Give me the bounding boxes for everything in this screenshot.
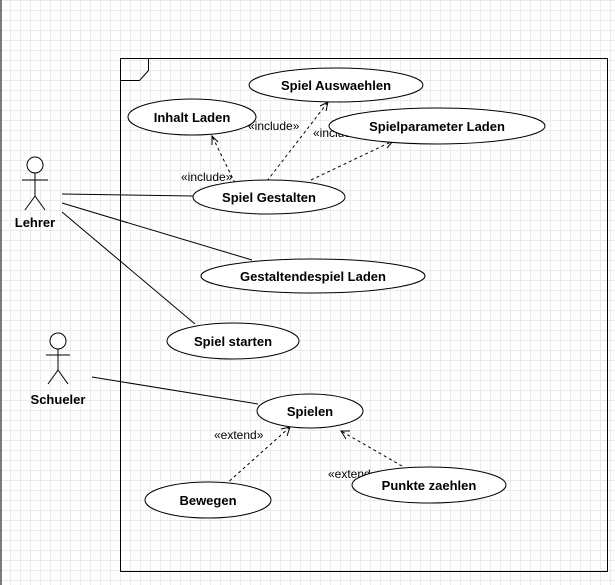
use-case-bewegen-label: Bewegen — [179, 493, 236, 508]
association-lehrer-gestaltendespiel-laden[interactable] — [61, 202, 253, 261]
use-case-spiel-starten-label: Spiel starten — [194, 334, 272, 349]
stereotype-include-auswaehlen: «include» — [248, 119, 300, 133]
use-case-spiel-gestalten-label: Spiel Gestalten — [222, 190, 316, 205]
actor-lehrer[interactable]: Lehrer — [15, 156, 55, 230]
use-case-inhalt-laden-label: Inhalt Laden — [154, 110, 231, 125]
use-case-spiel-gestalten[interactable]: Spiel Gestalten — [192, 179, 346, 215]
system-boundary[interactable] — [120, 58, 608, 572]
use-case-gestaltendespiel-laden[interactable]: Gestaltendespiel Laden — [200, 258, 426, 294]
extend-punkte-zaehlen[interactable] — [340, 430, 403, 467]
actor-lehrer-label: Lehrer — [15, 215, 55, 230]
use-case-spiel-starten[interactable]: Spiel starten — [166, 322, 300, 360]
include-spielparameter-laden[interactable] — [310, 139, 394, 181]
use-case-punkte-zaehlen[interactable]: Punkte zaehlen — [351, 466, 507, 504]
association-lehrer-spiel-gestalten[interactable] — [61, 193, 194, 197]
use-case-gestaltendespiel-laden-label: Gestaltendespiel Laden — [240, 269, 386, 284]
use-case-spiel-auswaehlen[interactable]: Spiel Auswaehlen — [248, 67, 424, 103]
stereotype-include-inhalt: «include» — [181, 170, 233, 184]
use-case-spiel-auswaehlen-label: Spiel Auswaehlen — [281, 78, 391, 93]
use-case-spielen-label: Spielen — [287, 404, 333, 419]
use-case-spielparameter-laden[interactable]: Spielparameter Laden — [328, 107, 546, 145]
stereotype-extend-bewegen: «extend» — [214, 428, 264, 442]
include-spiel-auswaehlen[interactable] — [266, 101, 329, 182]
use-case-spielparameter-laden-label: Spielparameter Laden — [369, 119, 505, 134]
use-case-spielen[interactable]: Spielen — [256, 393, 364, 429]
actor-schueler-label: Schueler — [31, 392, 86, 407]
association-lehrer-spiel-starten[interactable] — [61, 211, 196, 325]
use-case-inhalt-laden[interactable]: Inhalt Laden — [127, 98, 257, 136]
use-case-bewegen[interactable]: Bewegen — [144, 481, 272, 519]
actor-schueler[interactable]: Schueler — [31, 332, 86, 407]
include-inhalt-laden[interactable] — [211, 134, 236, 184]
association-schueler-spielen[interactable] — [91, 376, 259, 405]
use-case-punkte-zaehlen-label: Punkte zaehlen — [382, 478, 477, 493]
